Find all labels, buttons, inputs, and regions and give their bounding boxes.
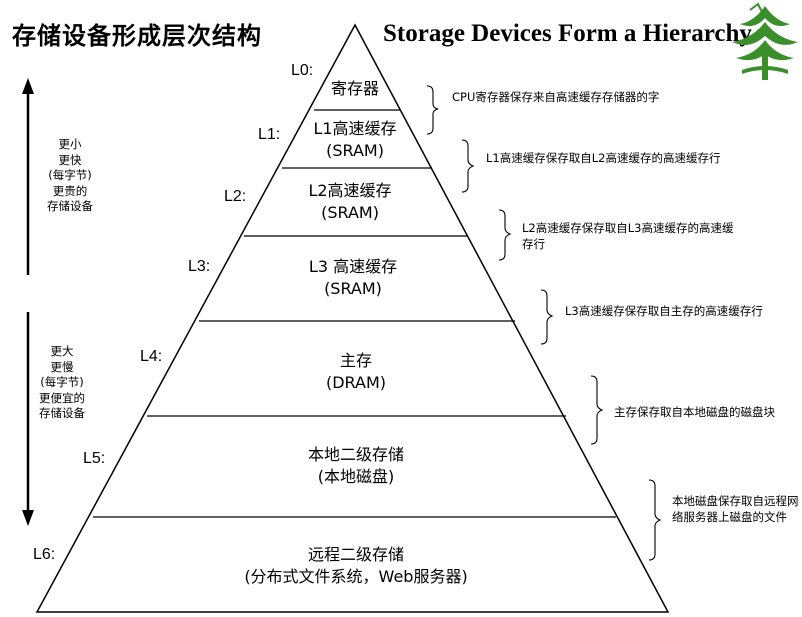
level-label-l5: L5: [83,450,106,467]
layer-l4-type: (DRAM) [325,373,387,392]
side-bottom-line: 存储设备 [39,406,85,420]
brace-l3 [540,289,554,345]
level-label-l4: L4: [140,348,163,365]
layer-l6-type: (分布式文件系统，Web服务器) [244,567,468,586]
brace-l4 [590,375,604,445]
pyramid-outline [35,23,670,613]
layer-l6-name: 远程二级存储 [307,545,404,564]
brace-l5 [648,479,662,561]
layer-l1: L1高速缓存 (SRAM) [313,118,396,162]
arrow-down [22,312,34,526]
level-label-l0: L0: [291,62,314,79]
layer-l4-name: 主存 [339,351,372,370]
level-label-l6: L6: [33,546,56,563]
layer-l3: L3 高速缓存 (SRAM) [309,256,397,300]
layer-l0-name: 寄存器 [330,79,380,98]
title-chinese: 存储设备形成层次结构 [12,22,262,50]
layer-l3-name: L3 高速缓存 [308,257,398,276]
level-label-l3: L3: [188,258,211,275]
note-l4: 主存保存取自本地磁盘的磁盘块 [614,405,775,419]
side-bottom-line: 更慢 [50,359,74,374]
layer-l5-type: (本地磁盘) [317,467,395,486]
layer-l5-name: 本地二级存储 [307,445,405,464]
note-l0: CPU寄存器保存来自高速缓存存储器的字 [452,90,660,104]
title-english: Storage Devices Form a Hierarchy [383,20,752,47]
side-bottom-line: 更便宜的 [39,390,85,405]
level-label-l2: L2: [224,188,247,205]
layer-l0: 寄存器 [331,78,379,100]
level-label-l1: L1: [258,126,281,143]
note-l3: L3高速缓存保存取自主存的高速缓存行 [565,304,763,318]
side-top-line: 存储设备 [47,199,93,213]
green-tree-logo-icon [732,2,798,80]
note-l1: L1高速缓存保存取自L2高速缓存的高速缓存行 [486,151,721,165]
side-bottom-line: 更大 [50,344,74,358]
side-top-line: (每字节) [48,168,92,182]
layer-l2-type: (SRAM) [321,203,379,222]
side-bottom-line: (每字节) [40,375,84,389]
side-top-line: 更小 [58,137,82,151]
layer-l6: 远程二级存储 (分布式文件系统，Web服务器) [244,544,467,588]
layer-l2: L2高速缓存 (SRAM) [308,180,391,224]
layer-l5: 本地二级存储 (本地磁盘) [308,444,404,488]
layer-l1-type: (SRAM) [326,141,384,160]
arrow-up [22,78,34,275]
side-top-line: 更快 [58,152,82,167]
layer-l1-name: L1高速缓存 [313,119,397,138]
side-label-top: 更小 更快 (每字节) 更贵的 存储设备 [30,137,110,215]
brace-l2 [498,209,512,261]
note-l2: L2高速缓存保存取自L3高速缓存的高速缓存行 [522,221,734,251]
note-l5: 本地磁盘保存取自远程网络服务器上磁盘的文件 [672,494,799,524]
brace-l0 [426,85,439,135]
brace-l1 [461,139,475,193]
layer-l2-name: L2高速缓存 [308,181,392,200]
side-top-line: 更贵的 [52,183,88,198]
layer-l3-type: (SRAM) [324,279,382,298]
layer-l4: 主存 (DRAM) [326,350,386,394]
side-label-bottom: 更大 更慢 (每字节) 更便宜的 存储设备 [22,344,102,422]
